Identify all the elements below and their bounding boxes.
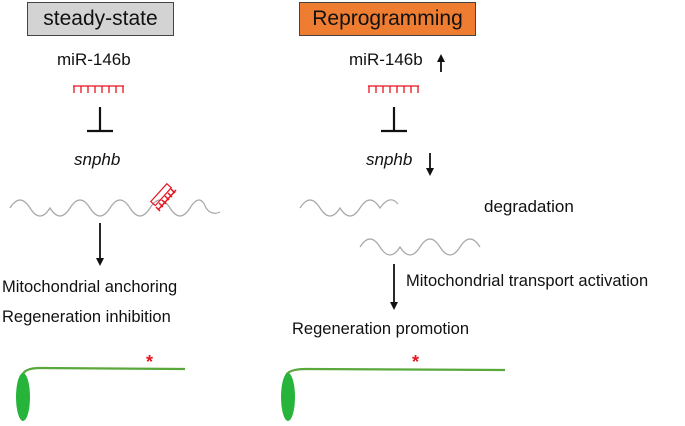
bound-mirna-icon bbox=[149, 182, 177, 212]
transport-activation-label: Mitochondrial transport activation bbox=[406, 272, 649, 290]
left-mrna-wave bbox=[9, 199, 221, 217]
reprogramming-header: Reprogramming bbox=[299, 2, 476, 36]
left-target-label: snphb bbox=[74, 150, 121, 169]
left-neuron-icon bbox=[16, 366, 186, 421]
left-outcome-2: Regeneration inhibition bbox=[2, 308, 171, 326]
mrna-fragment-2 bbox=[359, 238, 481, 256]
degradation-label: degradation bbox=[484, 197, 574, 216]
left-inhibition-icon bbox=[87, 107, 113, 133]
left-mirna-label: miR-146b bbox=[57, 50, 131, 69]
steady-state-title: steady-state bbox=[43, 7, 158, 30]
steady-state-header: steady-state bbox=[27, 2, 174, 36]
left-asterisk: * bbox=[146, 352, 154, 372]
left-outcome-1: Mitochondrial anchoring bbox=[2, 278, 178, 296]
reprogramming-title: Reprogramming bbox=[312, 7, 463, 30]
right-mirna-label: miR-146b bbox=[349, 50, 423, 69]
right-target-label: snphb bbox=[366, 150, 413, 169]
right-inhibition-icon bbox=[381, 107, 407, 133]
right-asterisk: * bbox=[412, 352, 420, 372]
left-mirna-icon bbox=[73, 85, 124, 93]
right-neuron-icon bbox=[281, 367, 506, 421]
right-outcome-1: Regeneration promotion bbox=[292, 320, 470, 338]
right-mirna-icon bbox=[368, 85, 419, 93]
mrna-fragment-1 bbox=[299, 199, 399, 217]
